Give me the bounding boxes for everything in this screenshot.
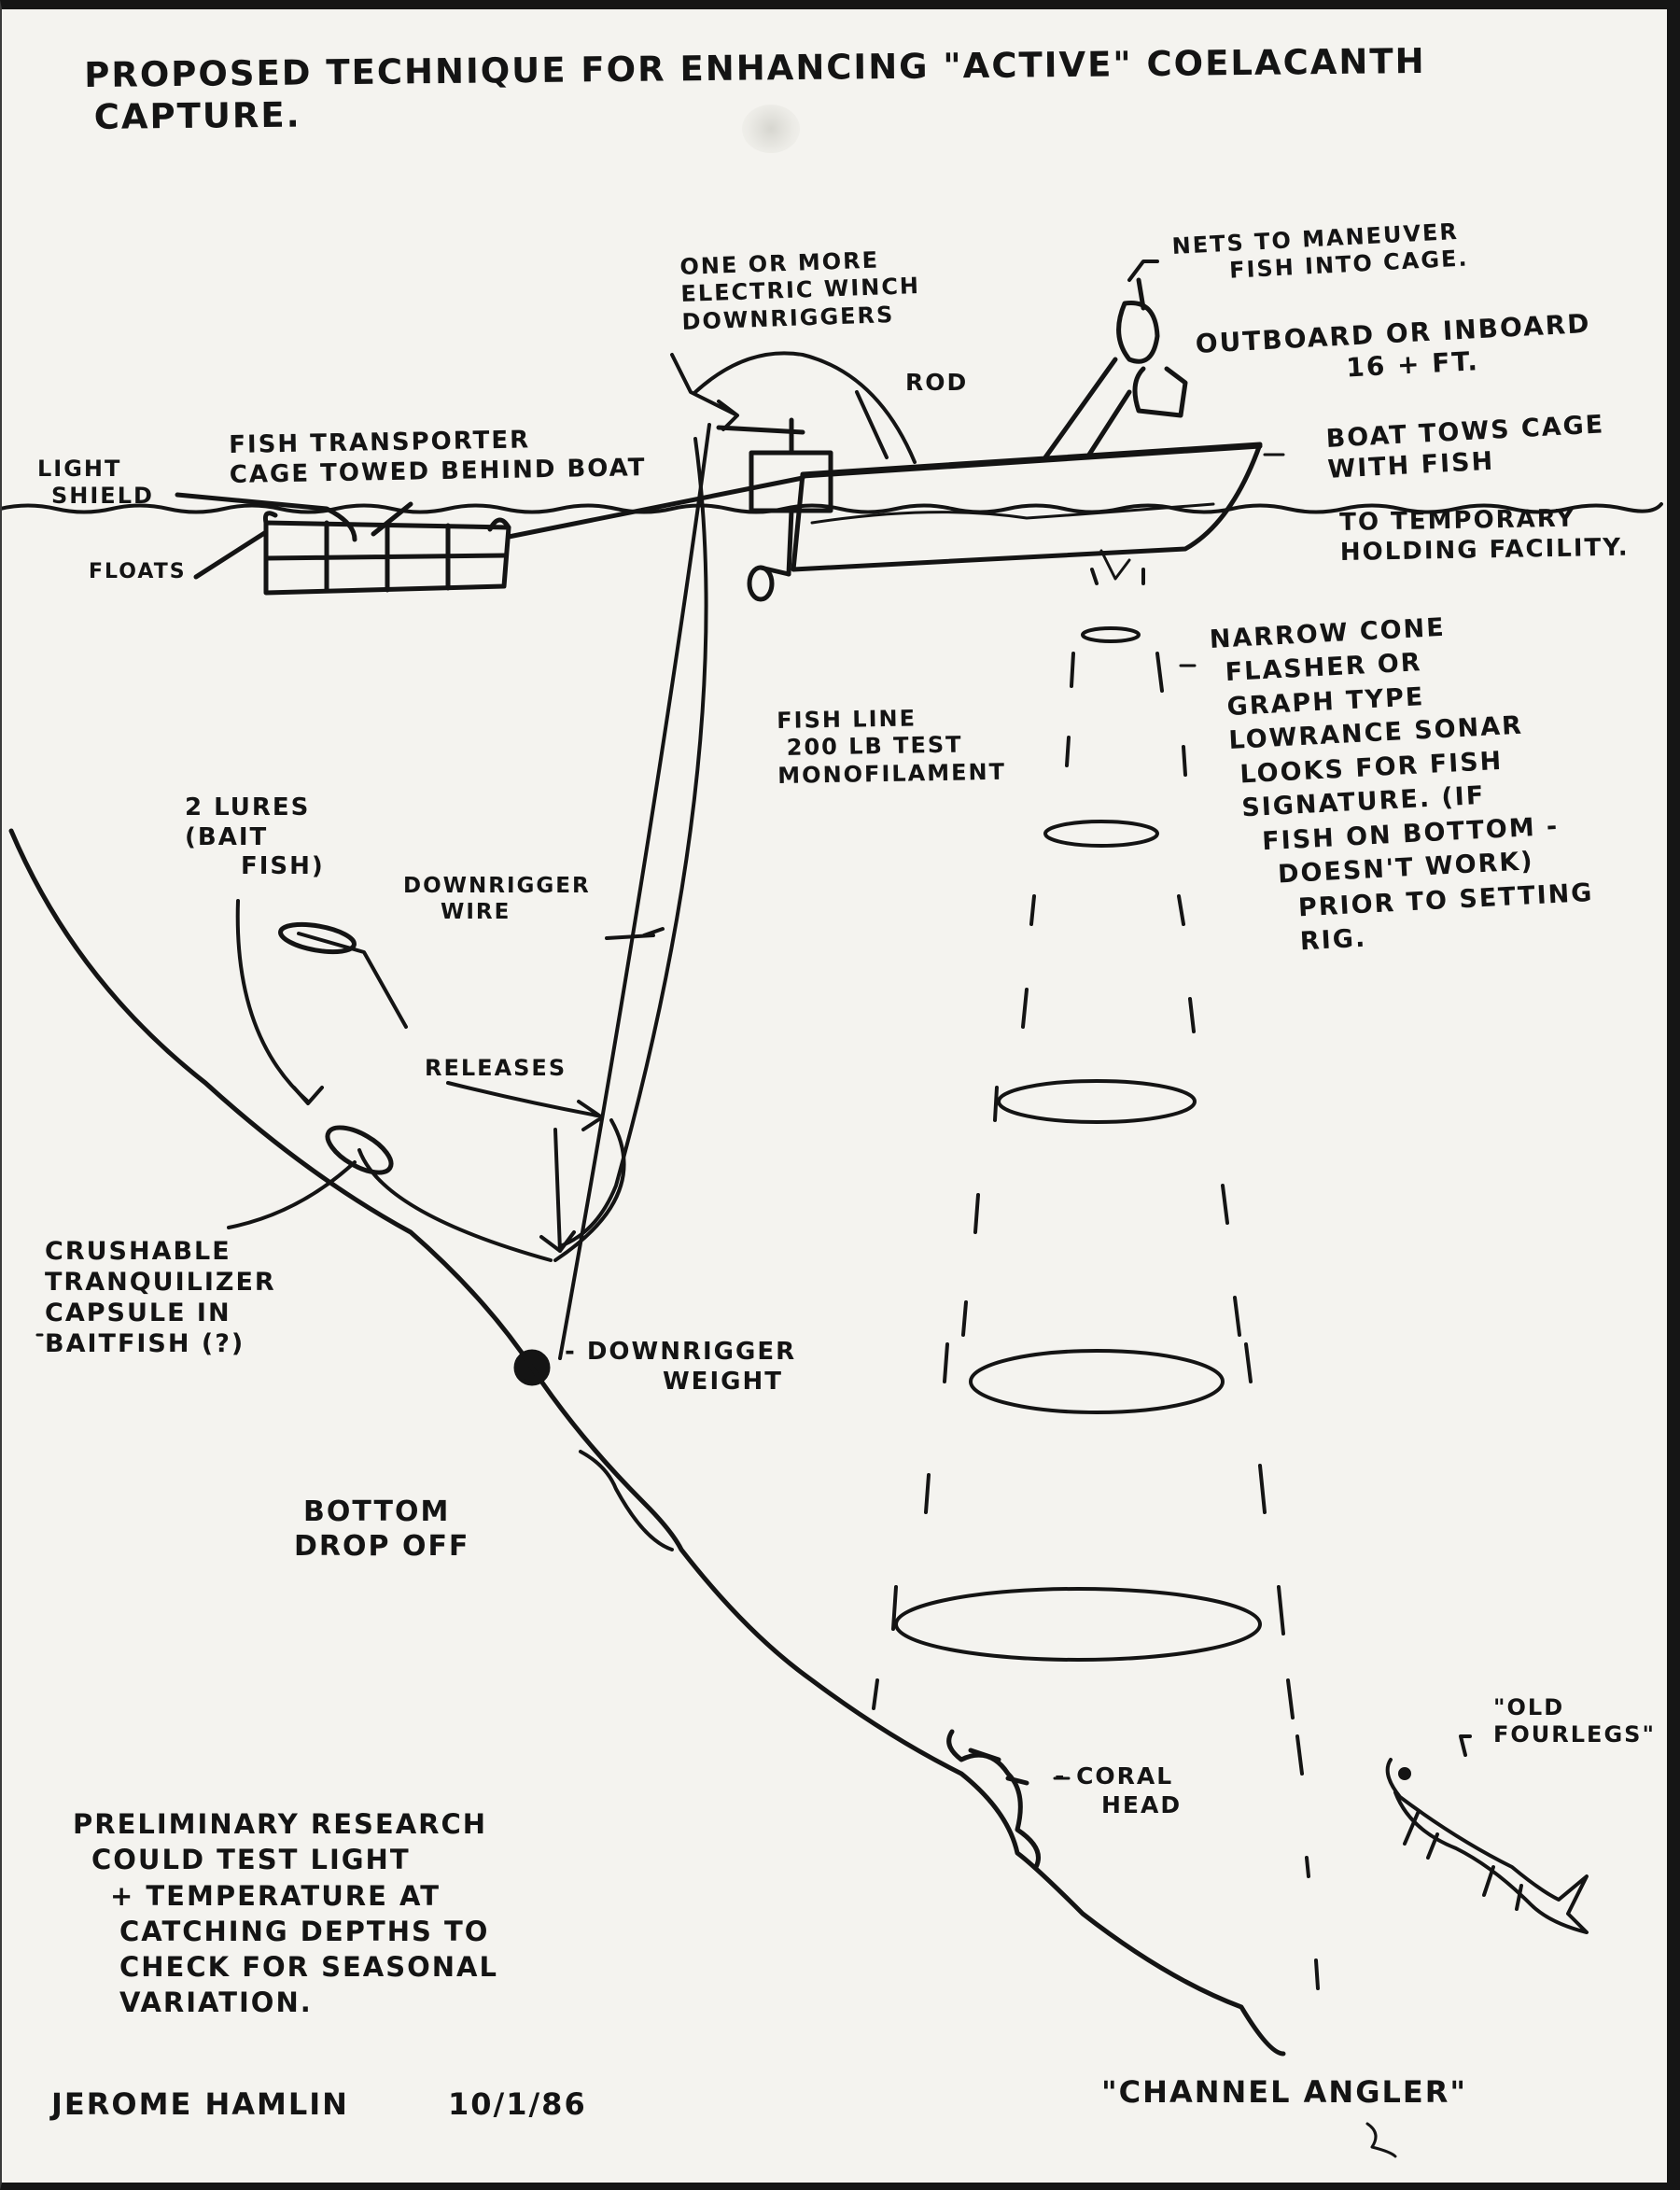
date-text: 10/1/86 bbox=[448, 2086, 587, 2122]
label-line: 200 LB TEST bbox=[786, 731, 963, 762]
light-shield-label: LIGHT SHIELD bbox=[37, 456, 154, 511]
label-line: FISH LINE bbox=[777, 705, 917, 734]
label-line: (BAIT bbox=[185, 822, 269, 851]
label-line: + TEMPERATURE AT bbox=[110, 1879, 441, 1912]
lures-label: 2 LURES (BAIT FISH) bbox=[185, 793, 325, 882]
label-line: FISH) bbox=[241, 852, 325, 881]
label-line: DROP OFF bbox=[294, 1529, 470, 1563]
fish-line-label: FISH LINE 200 LB TEST MONOFILAMENT bbox=[777, 704, 1006, 790]
label-line: SHIELD bbox=[51, 483, 154, 510]
label-line: CAPSULE IN bbox=[45, 1298, 231, 1327]
publication-name: "CHANNEL ANGLER" bbox=[1101, 2074, 1468, 2110]
label-line: DOWNRIGGER bbox=[403, 874, 591, 898]
publication-credit: "CHANNEL ANGLER" bbox=[1101, 2074, 1467, 2111]
bottom-label: BOTTOM DROP OFF bbox=[294, 1495, 469, 1564]
author-signature: JEROME HAMLIN bbox=[51, 2086, 349, 2123]
label-line: HOLDING FACILITY. bbox=[1339, 533, 1630, 567]
label-line: - DOWNRIGGER bbox=[565, 1338, 797, 1366]
electric-winch-label: ONE OR MORE ELECTRIC WINCH DOWNRIGGERS bbox=[679, 246, 922, 336]
downrigger-drawing bbox=[693, 351, 917, 602]
boat-drawing bbox=[791, 442, 1263, 581]
fisherman-drawing bbox=[1043, 277, 1188, 460]
capsule-label: CRUSHABLE TRANQUILIZER CAPSULE IN BAITFI… bbox=[45, 1237, 276, 1360]
downrigger-weight-label: - DOWNRIGGER WEIGHT bbox=[565, 1338, 796, 1397]
label-line: HEAD bbox=[1101, 1790, 1183, 1818]
sonar-beam-drawing bbox=[872, 568, 1320, 1990]
coral-head-label: - CORAL HEAD bbox=[1055, 1762, 1182, 1819]
downrigger-wire bbox=[558, 423, 711, 1360]
old-fourlegs-label: "OLD FOURLEGS" bbox=[1493, 1694, 1656, 1749]
coral-drawing bbox=[946, 1729, 1041, 1870]
label-line: CRUSHABLE bbox=[45, 1237, 231, 1266]
fish-line bbox=[558, 437, 708, 1248]
label-line: BOTTOM bbox=[303, 1495, 451, 1528]
downrigger-wire-label: DOWNRIGGER WIRE bbox=[403, 873, 591, 925]
rod-label: ROD bbox=[905, 369, 968, 398]
paper-stain bbox=[742, 105, 800, 153]
label-line: PRELIMINARY RESEARCH bbox=[73, 1808, 488, 1840]
bottom-slope bbox=[8, 828, 1286, 2057]
label-line: MONOFILAMENT bbox=[777, 758, 1007, 789]
label-line: 2 LURES bbox=[185, 793, 311, 821]
water-surface bbox=[0, 502, 1663, 514]
transporter-cage-drawing bbox=[175, 475, 805, 596]
label-line: WIRE bbox=[441, 900, 511, 925]
label-line: ROD bbox=[905, 369, 969, 396]
label-line: CATCHING DEPTHS TO bbox=[119, 1915, 490, 1947]
label-line: TRANQUILIZER bbox=[45, 1267, 276, 1297]
sonar-label: NARROW CONE FLASHER OR GRAPH TYPE LOWRAN… bbox=[1209, 604, 1596, 963]
label-line: FOURLEGS" bbox=[1493, 1721, 1656, 1748]
label-line: FLOATS bbox=[89, 560, 187, 583]
label-line: BAITFISH (?) bbox=[45, 1328, 245, 1358]
floats-label: FLOATS bbox=[89, 560, 187, 585]
author-name: JEROME HAMLIN bbox=[51, 2086, 349, 2122]
fish-cage-label: FISH TRANSPORTER CAGE TOWED BEHIND BOAT bbox=[229, 424, 647, 490]
label-line: RELEASES bbox=[425, 1055, 567, 1081]
signature-date: 10/1/86 bbox=[448, 2086, 587, 2123]
label-line: "OLD bbox=[1493, 1694, 1565, 1720]
page-title: PROPOSED TECHNIQUE FOR ENHANCING "ACTIVE… bbox=[84, 40, 1426, 138]
releases-label: RELEASES bbox=[425, 1055, 567, 1082]
label-line: CHECK FOR SEASONAL bbox=[119, 1951, 498, 1984]
label-line: WEIGHT bbox=[663, 1367, 783, 1396]
research-note: PRELIMINARY RESEARCH COULD TEST LIGHT + … bbox=[73, 1806, 498, 2021]
label-line: VARIATION. bbox=[119, 1986, 313, 2019]
label-line: COULD TEST LIGHT bbox=[91, 1844, 411, 1876]
coelacanth-drawing bbox=[1385, 1734, 1589, 1934]
label-line: - CORAL bbox=[1055, 1762, 1174, 1790]
label-line: LIGHT bbox=[37, 456, 122, 482]
holding-facility-label: TO TEMPORARY HOLDING FACILITY. bbox=[1339, 504, 1630, 569]
